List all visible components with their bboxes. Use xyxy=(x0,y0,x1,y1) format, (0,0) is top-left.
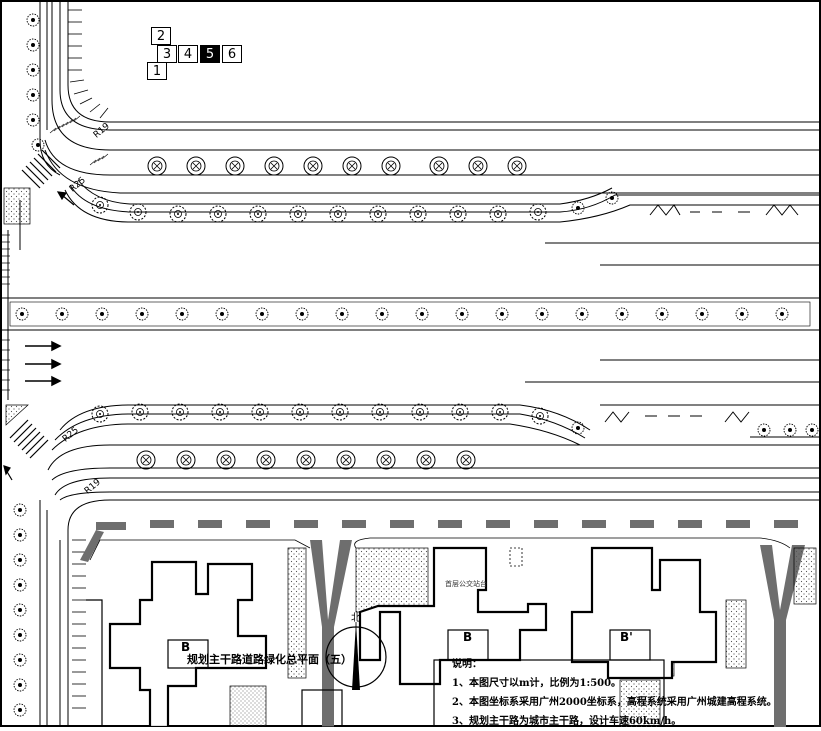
left-ticks xyxy=(0,234,10,391)
sheet-key-6[interactable]: 6 xyxy=(222,45,242,63)
turn-arrows xyxy=(3,191,75,481)
tree-pits-lower-right xyxy=(757,423,819,437)
building-low-middle xyxy=(86,599,665,727)
note-line-2: 2、本图坐标系采用广州2000坐标系，高程系统采用广州城建高程系统。 xyxy=(452,697,777,708)
crosswalk-top xyxy=(21,149,61,189)
building-right xyxy=(570,546,718,680)
note-line-1: 1、本图尺寸以m计，比例为1:500。 xyxy=(452,678,622,689)
lane-markings-bottom-right xyxy=(600,404,821,438)
left-tree-row-top xyxy=(26,13,45,152)
upper-tree-row xyxy=(91,191,619,223)
lower-green-strip xyxy=(51,404,591,451)
building-left xyxy=(108,560,268,727)
bottom-road-curves xyxy=(47,444,821,727)
planting-areas xyxy=(229,547,817,727)
left-tree-row-bottom xyxy=(13,503,27,717)
site-boundary xyxy=(89,537,791,567)
notes-heading: 说明： xyxy=(452,659,482,670)
bus-stop-label: 首层公交站台 xyxy=(445,580,487,588)
north-label: 北 xyxy=(351,613,361,624)
site-entrance-bar xyxy=(80,520,805,727)
sheet-key-1[interactable]: 1 xyxy=(147,62,167,80)
sheet-key-3[interactable]: 3 xyxy=(157,45,177,63)
corner-island-top xyxy=(3,187,31,225)
main-road-lines xyxy=(0,230,821,400)
parking-ticks-top xyxy=(68,9,109,119)
tree-pits-bottom xyxy=(136,450,476,470)
upper-green-strip xyxy=(64,179,821,223)
tree-pits-top xyxy=(147,156,527,176)
building-label-left: B xyxy=(181,640,191,654)
scale-ticks-top xyxy=(49,115,109,166)
sheet-key-5-current[interactable]: 5 xyxy=(200,45,220,63)
design-notes: 说明： 1、本图尺寸以m计，比例为1:500。 2、本图坐标系采用广州2000坐… xyxy=(452,655,777,731)
corner-island-bottom xyxy=(5,404,29,426)
sheet-key-4[interactable]: 4 xyxy=(178,45,198,63)
plan-title: 规划主干路道路绿化总平面（五） xyxy=(187,653,352,666)
building-label-right: B' xyxy=(620,630,633,644)
top-road-curves xyxy=(44,0,821,194)
lower-tree-row xyxy=(91,403,585,435)
note-line-3: 3、规划主干路为城市主干路，设计车速60km/h。 xyxy=(452,716,682,727)
lane-markings-top-right xyxy=(545,204,821,266)
lane-arrows xyxy=(25,340,62,387)
crosswalk-bottom xyxy=(9,419,49,459)
parking-ticks-bottom xyxy=(72,539,86,709)
sheet-key-2[interactable]: 2 xyxy=(151,27,171,45)
median-tree-row xyxy=(9,301,811,327)
building-label-middle: B xyxy=(463,630,473,644)
north-arrow xyxy=(325,622,387,690)
